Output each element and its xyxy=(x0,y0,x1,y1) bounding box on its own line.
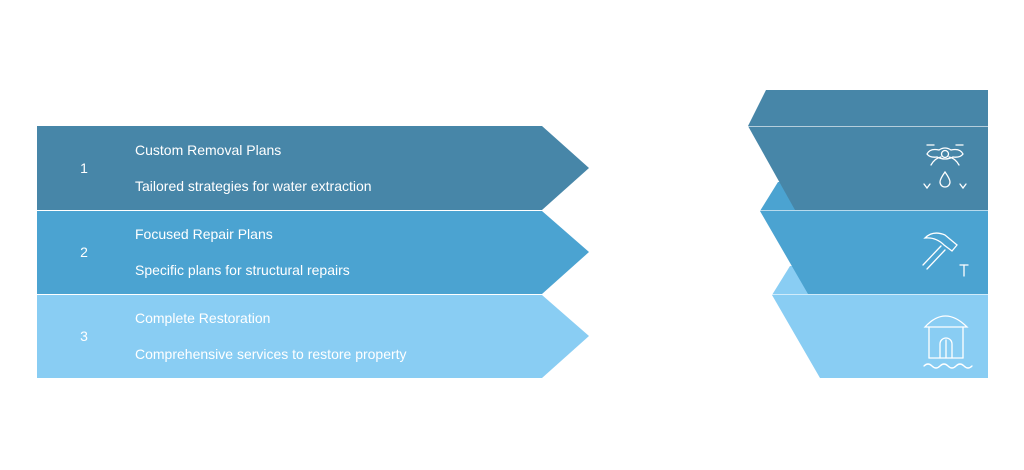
step-number: 1 xyxy=(80,160,88,176)
step-number: 2 xyxy=(80,244,88,260)
step-3-arrow xyxy=(37,295,589,378)
step-description: Specific plans for structural repairs xyxy=(135,262,350,278)
step-1-arrow xyxy=(37,126,589,210)
water-extraction-icon xyxy=(923,144,967,190)
hammer-nail-icon xyxy=(922,232,969,277)
step-title: Focused Repair Plans xyxy=(135,226,273,242)
step-title: Complete Restoration xyxy=(135,310,271,326)
flooded-house-icon xyxy=(923,315,973,369)
step-1-chevron xyxy=(748,90,988,210)
step-number: 3 xyxy=(80,328,88,344)
step-title: Custom Removal Plans xyxy=(135,142,282,158)
step-description: Tailored strategies for water extraction xyxy=(135,178,372,194)
step-description: Comprehensive services to restore proper… xyxy=(135,346,407,362)
step-2-arrow xyxy=(37,211,589,294)
